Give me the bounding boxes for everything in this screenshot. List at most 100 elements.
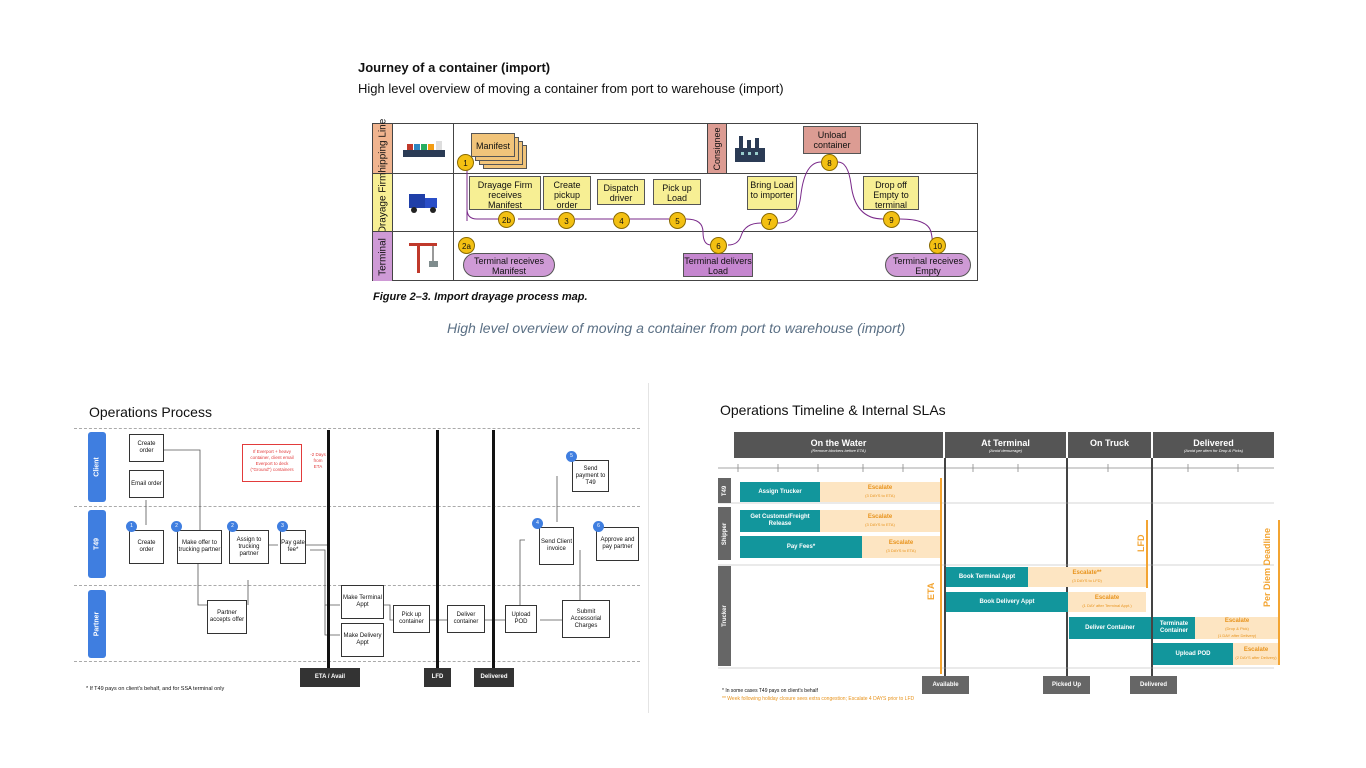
- task-assign-trucker: Assign Trucker: [740, 482, 820, 502]
- box-term-receives-empty: Terminal receives Empty: [885, 253, 971, 277]
- ops-box-create-order: Create order: [129, 434, 164, 462]
- box-unload: Unload container: [803, 126, 861, 154]
- ops-step-4: 4: [532, 518, 543, 529]
- tl-bottom-picked-up: Picked Up: [1043, 676, 1090, 694]
- step-2b: 2b: [498, 211, 515, 228]
- marker-per-diem: Per Diem Deadline: [1262, 527, 1272, 607]
- step-9: 9: [883, 211, 900, 228]
- import-drayage-map: Shipping Line Drayage Firm Terminal Cons…: [372, 118, 978, 281]
- task-customs: Get Customs/Freight Release: [740, 510, 820, 532]
- ops-milestone-line-lfd: [436, 430, 439, 668]
- tl-lane-t49: T49: [718, 478, 731, 503]
- step-5: 5: [669, 212, 686, 229]
- box-drop-empty: Drop off Empty to terminal: [863, 176, 919, 210]
- ops-step-2: 2: [171, 521, 182, 532]
- marker-lfd: LFD: [1136, 534, 1146, 553]
- ops-box-upload-pod: Upload POD: [505, 605, 537, 633]
- image-caption: High level overview of moving a containe…: [447, 320, 906, 336]
- ops-box-make-terminal: Make Terminal Appt: [341, 585, 384, 619]
- step-8: 8: [821, 154, 838, 171]
- ops-box-email-order: Email order: [129, 470, 164, 498]
- step-1: 1: [457, 154, 474, 171]
- ops-box-submit-charges: Submit Accessorial Charges: [562, 600, 610, 638]
- tl-bottom-delivered: Delivered: [1130, 676, 1177, 694]
- ops-box-pickup: Pick up container: [393, 605, 430, 633]
- task-book-terminal: Book Terminal Appt: [946, 567, 1028, 587]
- ops-step-1: 1: [126, 521, 137, 532]
- ops-box-create-order-2: Create order: [129, 530, 164, 564]
- phase-on-water: On the Water(Remove blockers before ETA): [734, 432, 943, 458]
- step-4: 4: [613, 212, 630, 229]
- marker-lfd-line: [1146, 520, 1148, 588]
- ops-milestone-eta: ETA / Avail: [300, 668, 360, 687]
- ops-step-5: 5: [566, 451, 577, 462]
- lane-consignee: Consignee: [707, 124, 727, 173]
- figure-caption: Figure 2–3. Import drayage process map.: [373, 291, 588, 303]
- marker-eta: ETA: [926, 582, 936, 600]
- ops-box-send-invoice: Send Client invoice: [539, 527, 574, 565]
- box-create-pickup: Create pickup order: [543, 176, 591, 210]
- task-deliver-container: Deliver Container: [1069, 617, 1151, 639]
- box-term-receives-manifest: Terminal receives Manifest: [463, 253, 555, 277]
- marker-eta-line: [940, 478, 942, 674]
- esc-customs: Escalate(3 DAYS to ETA): [820, 510, 940, 532]
- ops-box-deliver: Deliver container: [447, 605, 485, 633]
- esc-book-delivery: Escalate(1 DAY after Terminal Appt.): [1068, 592, 1146, 612]
- truck-icon: [409, 194, 437, 213]
- box-pickup-load: Pick up Load: [653, 179, 701, 205]
- ops-lane-client: Client: [88, 432, 106, 502]
- step-7: 7: [761, 213, 778, 230]
- tl-lane-shipper: Shipper: [718, 507, 731, 560]
- ops-milestone-delivered: Delivered: [474, 668, 514, 687]
- box-term-delivers-load: Terminal delivers Load: [683, 253, 753, 277]
- ops-box-make-offer: Make offer to trucking partner: [177, 530, 222, 564]
- task-upload-pod: Upload POD: [1153, 643, 1233, 665]
- ops-box-pay-gate: Pay gate fee*: [280, 530, 306, 564]
- ops-box-partner-accepts: Partner accepts offer: [207, 600, 247, 634]
- flow-connectors: [466, 161, 933, 246]
- esc-assign-trucker: Escalate(3 DAYS to ETA): [820, 482, 940, 502]
- lane-terminal: Terminal: [373, 231, 393, 281]
- task-pay-fees: Pay Fees*: [740, 536, 862, 558]
- ops-footnote: * If T49 pays on client's behalf, and fo…: [86, 686, 225, 692]
- phase-at-terminal: At Terminal(Avoid demurrage): [945, 432, 1066, 458]
- ops-lane-t49: T49: [88, 510, 106, 578]
- page-subtitle: High level overview of moving a containe…: [358, 81, 784, 96]
- tl-footnote-2: ** Week following holiday closure sees e…: [722, 696, 915, 702]
- page-title: Journey of a container (import): [358, 60, 551, 75]
- ops-note-eta: -2 Days from ETA: [310, 452, 326, 469]
- factory-icon: [735, 136, 765, 162]
- lane-shipping-line: Shipping Line: [373, 118, 393, 179]
- box-dispatch: Dispatch driver: [597, 179, 645, 205]
- tl-bottom-available: Available: [922, 676, 969, 694]
- timeline-grid: [718, 458, 1274, 678]
- ops-step-3: 3: [277, 521, 288, 532]
- ops-step-6: 6: [593, 521, 604, 532]
- ops-milestone-line-eta: [327, 430, 330, 668]
- ship-icon: [403, 141, 445, 157]
- section-divider: [648, 383, 649, 713]
- ops-box-make-delivery: Make Delivery Appt: [341, 623, 384, 657]
- step-2a: 2a: [458, 237, 475, 254]
- esc-pay-fees: Escalate(3 DAYS to ETA): [862, 536, 940, 558]
- ops-note-everport: If Everport + heavy container, client em…: [242, 444, 302, 482]
- box-bring-load: Bring Load to importer: [747, 176, 797, 210]
- timeline-title: Operations Timeline & Internal SLAs: [720, 402, 946, 418]
- ops-lane-partner: Partner: [88, 590, 106, 658]
- box-drayage-receives: Drayage Firm receives Manifest: [469, 176, 541, 210]
- phase-on-truck: On Truck: [1068, 432, 1151, 458]
- esc-book-terminal: Escalate**(3 DAYS to LFD): [1028, 567, 1146, 587]
- esc-upload-pod: Escalate(2 DAYS after Delivery): [1233, 643, 1279, 665]
- marker-perdiem-line: [1278, 520, 1280, 665]
- ops-milestone-line-delivered: [492, 430, 495, 668]
- phase-delivered: Delivered(Avoid per diem for Drop & Pick…: [1153, 432, 1274, 458]
- manifest-doc: Manifest: [471, 133, 515, 157]
- ops-process-title: Operations Process: [89, 404, 212, 420]
- crane-icon: [409, 243, 438, 273]
- lane-drayage-firm: Drayage Firm: [373, 172, 393, 233]
- ops-box-assign: Assign to trucking partner: [229, 530, 269, 564]
- ops-step-2b: 2: [227, 521, 238, 532]
- ops-box-approve-pay: Approve and pay partner: [596, 527, 639, 561]
- step-10: 10: [929, 237, 946, 254]
- step-3: 3: [558, 212, 575, 229]
